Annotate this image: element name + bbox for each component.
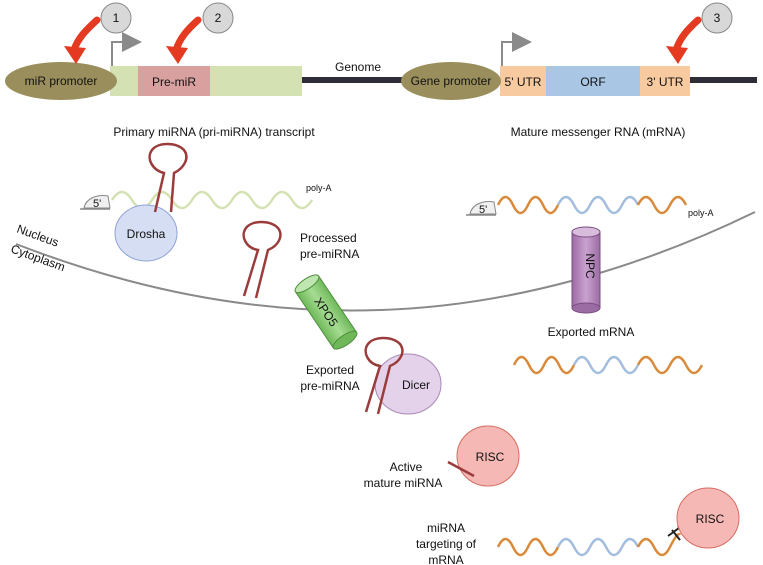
utr3-box — [640, 66, 690, 96]
pre-mirna-hairpin-in-dicer — [364, 336, 404, 415]
cap-icon-pri — [80, 195, 111, 210]
processed-label-2: pre-miRNA — [300, 247, 359, 261]
red-arrow-3 — [666, 16, 702, 64]
hairpin-in-pri-mirna — [148, 142, 188, 213]
exported-mrna-5utr — [512, 355, 576, 375]
orf-label: ORF — [580, 75, 605, 89]
tss-arrow-mir — [111, 32, 142, 66]
exported-mrna-orf — [572, 355, 640, 375]
red-arrow-2 — [166, 16, 202, 64]
targeting-label-3: mRNA — [428, 553, 463, 565]
svg-text:1: 1 — [113, 11, 120, 25]
target-mrna-5utr — [496, 537, 560, 557]
risc-targeting — [676, 487, 740, 549]
red-arrow-1 — [64, 16, 101, 64]
nuclear-membrane — [15, 211, 756, 312]
exported-pre-mirna-label-1: Exported — [306, 363, 354, 377]
tss-arrow-gene — [501, 32, 532, 66]
orf-box — [546, 66, 640, 96]
exported-pre-mirna-label-2: pre-miRNA — [300, 379, 359, 393]
marker-2: 2 — [202, 2, 234, 34]
drosha-label: Drosha — [127, 227, 166, 241]
mrna-orf-segment — [556, 195, 640, 215]
mrna-3utr-segment — [636, 195, 688, 215]
pre-mir-box — [138, 66, 210, 96]
gene-promoter — [401, 62, 501, 100]
dicer-label: Dicer — [402, 378, 430, 392]
drosha-enzyme — [114, 204, 178, 262]
processed-pre-mirna-hairpin — [242, 220, 282, 299]
cap-label-pri: 5' — [93, 198, 101, 210]
mir-promoter — [5, 62, 117, 100]
xpo5-exportin: XPO5 — [294, 274, 358, 350]
processed-label-1: Processed — [300, 231, 357, 245]
marker-1: 1 — [100, 2, 132, 34]
targeting-label-2: targeting of — [416, 537, 477, 551]
mir-promoter-label: miR promoter — [25, 74, 98, 88]
active-label-2: mature miRNA — [364, 476, 443, 490]
cap-icon-mrna — [466, 201, 497, 216]
mrna-caption: Mature messenger RNA (mRNA) — [511, 125, 686, 139]
cap-label-mrna: 5' — [479, 204, 487, 216]
utr5-box — [500, 66, 546, 96]
target-mrna-orf — [556, 537, 640, 557]
risc-active — [456, 425, 520, 487]
mature-mirna-strand — [447, 460, 475, 478]
marker-3: 3 — [701, 2, 733, 34]
polya-label-mrna: poly-A — [688, 208, 714, 218]
cytoplasm-label: Cytoplasm — [9, 242, 67, 275]
svg-text:2: 2 — [215, 11, 222, 25]
target-mrna-3utr — [636, 533, 682, 557]
polya-label-pri: poly-A — [306, 183, 332, 193]
risc-targeting-label: RISC — [696, 512, 725, 526]
npc-label: NPC — [583, 253, 597, 279]
active-label-1: Active — [390, 460, 423, 474]
nuclear-pore-complex: NPC — [571, 226, 601, 314]
utr5-label: 5' UTR — [505, 75, 542, 89]
mrna-5utr-segment — [496, 195, 560, 215]
exported-mrna-3utr — [636, 355, 704, 375]
risc-active-label: RISC — [476, 450, 505, 464]
pri-mirna-caption: Primary miRNA (pri-miRNA) transcript — [113, 125, 315, 139]
genome-label: Genome — [335, 60, 381, 74]
exported-mrna-label: Exported mRNA — [548, 325, 635, 339]
utr3-label: 3' UTR — [647, 75, 684, 89]
pre-mir-label: Pre-miR — [152, 75, 196, 89]
targeting-label-1: miRNA — [427, 521, 465, 535]
gene-promoter-label: Gene promoter — [411, 74, 492, 88]
svg-text:3: 3 — [714, 11, 721, 25]
